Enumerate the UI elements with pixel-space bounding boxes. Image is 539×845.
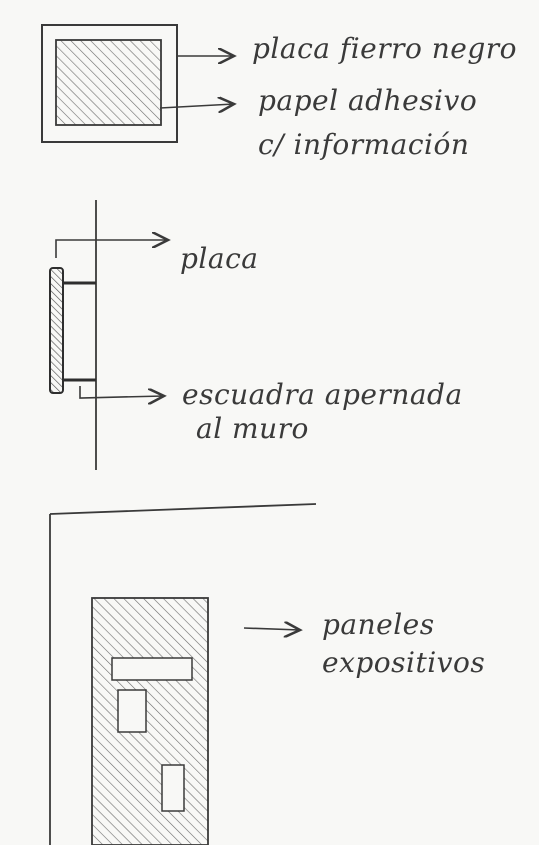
plaque-frame-sketch xyxy=(41,24,234,143)
panel-image-block-2 xyxy=(161,764,185,812)
exhibition-panel xyxy=(91,597,209,845)
inner-adhesive-paper xyxy=(55,39,162,126)
arrow-bracket xyxy=(79,386,164,398)
panel-text-block-1 xyxy=(111,657,193,681)
label-panels-line1: paneles xyxy=(322,608,435,641)
arrow-placa xyxy=(55,240,168,258)
ceiling-line xyxy=(49,503,317,515)
arrow-paper xyxy=(159,104,234,108)
label-plate: placa fierro negro xyxy=(252,32,517,65)
panel-sketch xyxy=(49,503,317,845)
label-bracket-line1: escuadra apernada xyxy=(182,378,463,411)
label-panels-line2: expositivos xyxy=(322,646,485,679)
label-placa: placa xyxy=(180,242,258,275)
label-bracket-line2: al muro xyxy=(196,412,309,445)
label-paper-line1: papel adhesivo xyxy=(258,84,477,117)
label-paper-line2: c/ información xyxy=(258,128,469,161)
section-sketch xyxy=(49,200,168,470)
plate-section xyxy=(49,267,64,394)
panel-image-block-1 xyxy=(117,689,147,733)
arrow-panels xyxy=(243,628,300,630)
outer-plate-outline xyxy=(41,24,178,143)
